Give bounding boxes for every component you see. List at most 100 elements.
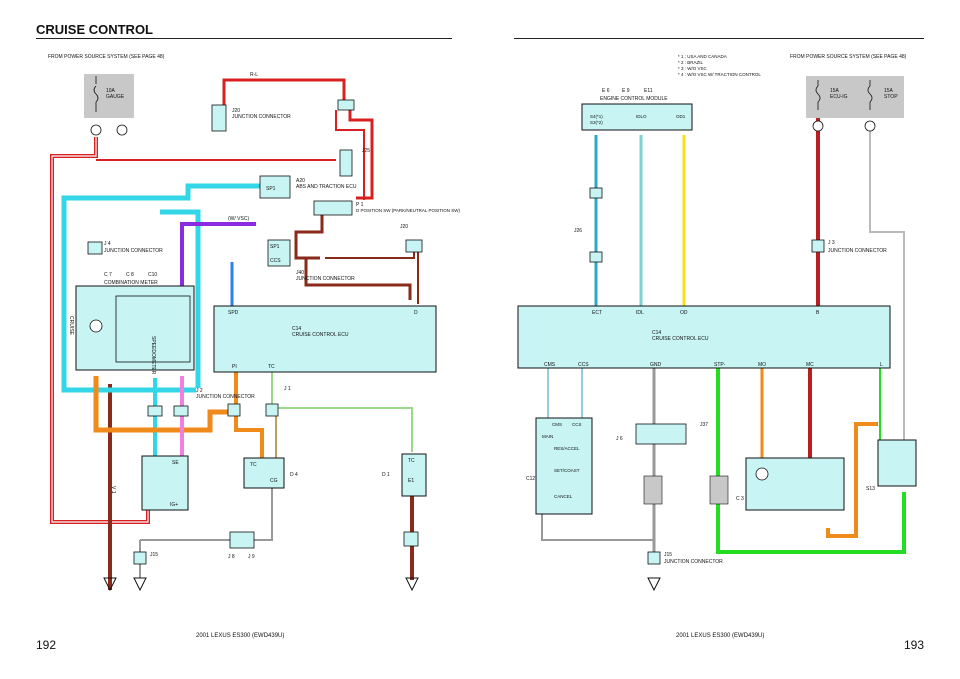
j20b-code: J20: [400, 224, 408, 230]
cruise-control-switch: [535, 417, 593, 515]
j1-code: J 1: [284, 386, 291, 392]
speedometer-box: [115, 295, 191, 363]
wire-lgr: [271, 370, 413, 452]
wire-o-pi: [234, 370, 264, 464]
j6-connector: [635, 423, 687, 445]
sp1-label: SP1: [266, 186, 276, 192]
j8-code: J 8: [228, 554, 235, 560]
ecu-pin-spd: SPD: [228, 310, 239, 316]
wire-rl-j25b: [335, 110, 365, 200]
sp1-box: [259, 175, 291, 199]
ecu-pin-l: L: [880, 362, 883, 368]
stop-light-switch: [877, 439, 917, 487]
wire-w-stop: [869, 128, 905, 440]
fuse2-name: STOP: [884, 94, 898, 100]
s13-code: S13: [866, 486, 875, 492]
ecu-pin-d: D: [414, 310, 418, 316]
wire-rl-loop-core: [51, 137, 149, 523]
terminal-icon: [116, 124, 128, 136]
ecu-right-code: C14: [652, 330, 661, 336]
left-components: FROM POWER SOURCE SYSTEM (SEE PAGE 48) 1…: [48, 54, 461, 592]
engine-ref-2: E 9: [622, 88, 630, 94]
d4-code: D 4: [290, 472, 298, 478]
note-3: * 3 : W/O VSC: [678, 66, 708, 71]
p1-switch: [313, 200, 353, 216]
ecu-pin-b: B: [816, 310, 820, 316]
v1-code: V 1: [110, 486, 116, 494]
engine-pin-1: S4(*1): [590, 114, 603, 119]
speedometer-label: SPEEDOMETER: [150, 336, 156, 375]
wire-gw-stp: [716, 368, 906, 554]
j15-right-connector: [647, 551, 661, 565]
j37-code: J37: [700, 422, 708, 428]
meter-ref-2: C 8: [126, 272, 134, 278]
j2-code: J 2: [196, 388, 203, 394]
right-components: E 6 E 9 E11 ENGINE CONTROL MODULE S4(*1)…: [517, 54, 917, 592]
j1-connector: [227, 403, 241, 417]
j2-connector: [173, 405, 189, 417]
j40-name: JUNCTION CONNECTOR: [296, 276, 355, 282]
motor-icon: [755, 467, 769, 481]
engine-ref-1: E 6: [602, 88, 610, 94]
right-fuse-box: [806, 76, 904, 118]
j20b-connector: [337, 99, 355, 111]
wire-b-j40: [304, 258, 412, 300]
j20-code: J20: [232, 108, 240, 114]
ecu-code: C14: [292, 326, 301, 332]
j26-code: J26: [574, 228, 582, 234]
ecu-pin-cms: CMS: [544, 362, 556, 368]
sw-cms: CMS: [552, 422, 562, 427]
j9-code: J 9: [248, 554, 255, 560]
ecu-pin-stp: STP-: [714, 362, 726, 368]
meter-name: COMBINATION METER: [104, 280, 158, 286]
page-number-left: 192: [36, 638, 57, 652]
wire-br-p1: [294, 215, 324, 260]
j25-connector: [339, 149, 353, 177]
d1-code: D 1: [382, 472, 390, 478]
sw-set: SET/COAST: [554, 468, 580, 473]
fuse1-name: ECU-IG: [830, 94, 848, 100]
left-source-note: FROM POWER SOURCE SYSTEM (SEE PAGE 48): [48, 54, 165, 60]
j25-code: J25: [362, 148, 370, 154]
engine-pin-2: S3(*2): [590, 120, 603, 125]
sw-res: RES/ACCEL: [554, 446, 580, 451]
wire-rl-top: [222, 78, 346, 105]
j4-connector: [87, 241, 103, 255]
c3-code: C 3: [736, 496, 744, 502]
note-2: * 2 : BRAZIL: [678, 60, 704, 65]
j8-connector: [229, 531, 255, 549]
wire-l-cyan-b: [160, 209, 201, 388]
cruise-ecu-left: [213, 305, 437, 373]
d1-connector: [401, 453, 427, 497]
ecu-pin-mc: MC: [806, 362, 814, 368]
title-rule-left: [36, 38, 452, 39]
ecu-pin-idl: IDL: [636, 310, 644, 316]
j3-code: J 3: [828, 240, 835, 246]
ecu-pin-mo: MO: [758, 362, 766, 368]
ecu-pin-od: OD: [680, 310, 688, 316]
p1-code: P 1: [356, 202, 364, 208]
wire-vw: [180, 222, 256, 286]
d1-tc: TC: [408, 458, 415, 464]
footer-left: 2001 LEXUS ES300 (EWD439U): [196, 633, 285, 639]
note-w-vsc: (W/ VSC): [228, 216, 249, 222]
j-connector-d1: [403, 531, 419, 547]
gnd-splice: [643, 475, 663, 505]
ecu-pin-ect: ECT: [592, 310, 602, 316]
j2-name: JUNCTION CONNECTOR: [196, 394, 255, 400]
note-4: * 4 : W/O VSC W/ TRACTION CONTROL: [678, 72, 761, 77]
note-1: * 1 : USA AND CANADA: [678, 54, 727, 59]
cruise-actuator: [745, 457, 845, 511]
d1-e1: E1: [408, 478, 414, 484]
ig-label: IG+: [170, 502, 178, 508]
ecu-pin-tc: TC: [268, 364, 275, 370]
gauge-fuse-rating: 10A: [106, 88, 116, 94]
ground-icon: [103, 577, 419, 592]
fuse-icon: [93, 76, 99, 112]
d4-cg: CG: [270, 478, 278, 484]
j2-connector: [147, 405, 163, 417]
a20-name: ABS AND TRACTION ECU: [296, 184, 357, 190]
ground-icon: [647, 577, 661, 592]
sw-ccs: CCS: [572, 422, 582, 427]
j40-code: J40: [296, 270, 304, 276]
